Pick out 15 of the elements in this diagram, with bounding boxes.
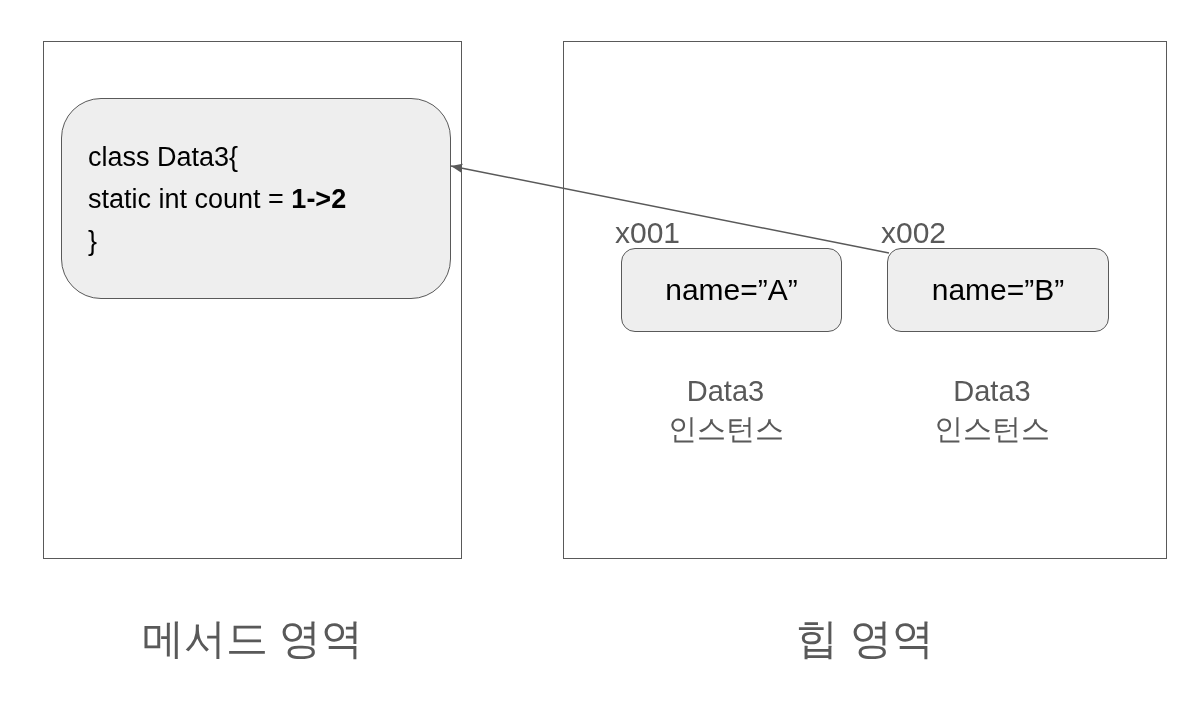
area-caption: 메서드 영역 <box>141 614 364 664</box>
arrow <box>450 163 890 254</box>
code-line: static int count = 1->2 <box>88 183 347 216</box>
box-text: name=”B” <box>931 272 1065 308</box>
instance-caption: Data3 인스턴스 <box>934 374 1050 447</box>
class-box <box>61 98 451 299</box>
box-text: name=”A” <box>665 272 798 308</box>
code-line: class Data3{ <box>88 141 239 174</box>
instance-caption: Data3 인스턴스 <box>667 374 784 447</box>
address-label: x002 <box>881 218 947 248</box>
address-label: x001 <box>615 218 681 248</box>
instance-box <box>621 248 842 332</box>
instance-box <box>887 248 1109 332</box>
area-caption: 힙 영역 <box>796 614 934 664</box>
code-line: } <box>88 225 98 258</box>
